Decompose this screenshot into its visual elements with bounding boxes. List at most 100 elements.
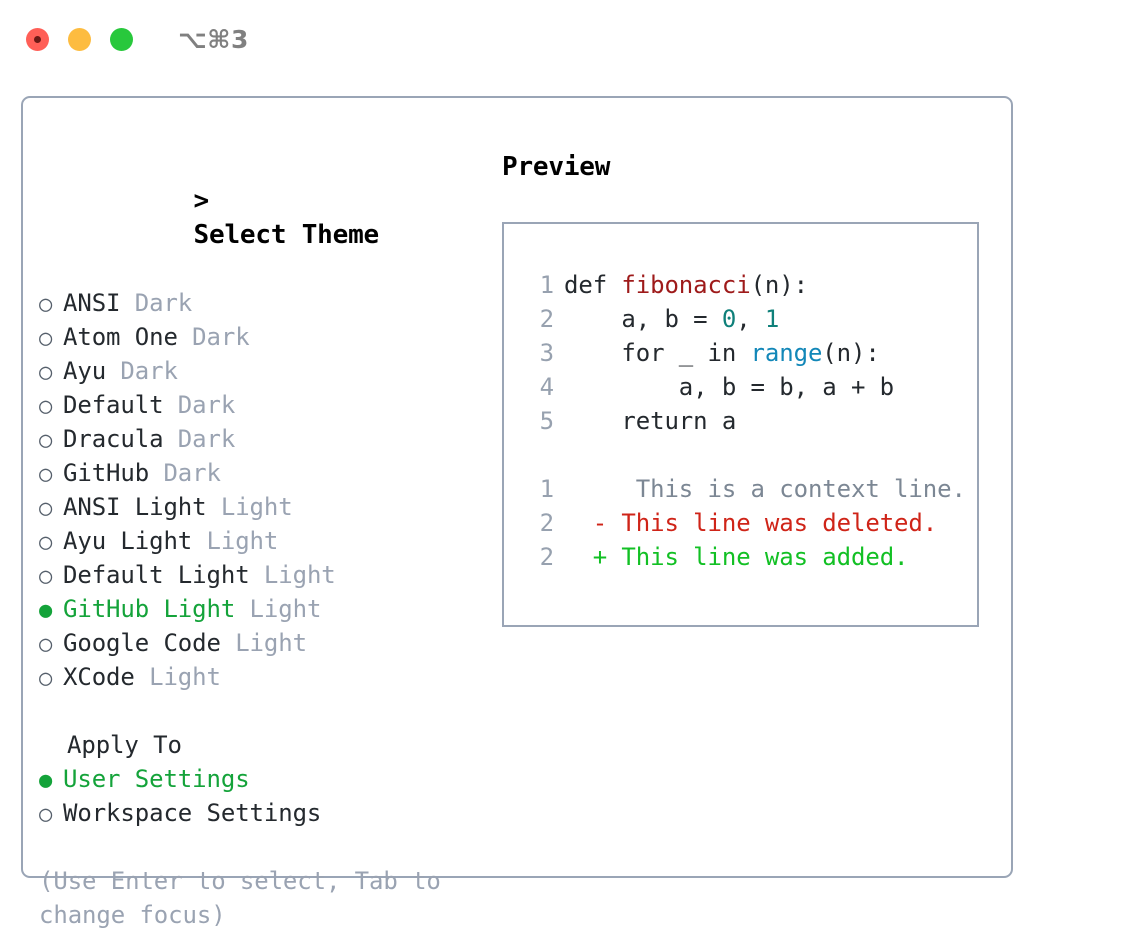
theme-option-variant: Light <box>235 595 322 623</box>
code-line-number: 5 <box>539 407 554 435</box>
radio-unselected-icon: ○ <box>39 496 53 521</box>
radio-unselected-icon: ○ <box>39 394 53 419</box>
radio-unselected-icon: ○ <box>39 666 53 691</box>
preview-box: 1 def fibonacci(n): 2 a, b = 0, 1 3 for _ i… <box>502 222 979 627</box>
theme-option-variant: Dark <box>163 425 236 453</box>
code-diff-spacer <box>524 438 977 472</box>
radio-selected-icon: ● <box>39 598 53 623</box>
diff-marker: - <box>564 509 608 537</box>
code-token-call: range <box>750 339 823 367</box>
theme-option-ayu-light[interactable]: ○ Ayu Light Light <box>39 524 491 558</box>
radio-unselected-icon: ○ <box>39 802 53 827</box>
theme-option-variant: Light <box>249 561 336 589</box>
code-line: 5 return a <box>524 404 977 438</box>
theme-option-default[interactable]: ○ Default Dark <box>39 388 491 422</box>
code-token-num: 0 <box>721 305 737 333</box>
theme-option-label: GitHub Light <box>63 595 236 623</box>
keyboard-hint: (Use Enter to select, Tab to change focu… <box>39 867 441 929</box>
section-spacer <box>39 694 491 728</box>
select-theme-heading-label: Select Theme <box>193 220 380 250</box>
theme-option-label: XCode <box>63 663 135 691</box>
radio-unselected-icon: ○ <box>39 326 53 351</box>
radio-unselected-icon: ○ <box>39 360 53 385</box>
apply-to-option-workspace-settings[interactable]: ○ Workspace Settings <box>39 796 491 830</box>
diff-line-added: 2 + This line was added. <box>524 540 977 574</box>
preview-heading: Preview <box>502 152 611 182</box>
apply-to-option-label: User Settings <box>63 765 250 793</box>
diff-line-context: 1 This is a context line. <box>524 472 977 506</box>
radio-selected-icon: ● <box>39 768 53 793</box>
theme-option-github[interactable]: ○ GitHub Dark <box>39 456 491 490</box>
theme-option-variant: Dark <box>177 323 250 351</box>
prompt-caret-icon: > <box>193 186 210 216</box>
diff-marker <box>564 472 607 506</box>
theme-option-label: Atom One <box>63 323 178 351</box>
code-line: 3 for _ in range(n): <box>524 336 977 370</box>
diff-marker: + <box>564 543 608 571</box>
diff-sample: 1 This is a context line.2 - This line w… <box>524 472 977 574</box>
code-token-plain: def <box>564 271 622 299</box>
theme-option-default-light[interactable]: ○Default Light Light <box>39 558 491 592</box>
code-line-number: 3 <box>539 339 554 367</box>
theme-option-ansi[interactable]: ○ANSI Dark <box>39 286 491 320</box>
apply-to-heading: Apply To <box>67 731 182 759</box>
code-token-plain: a, b = b, a + b <box>564 373 895 401</box>
code-sample: 1 def fibonacci(n): 2 a, b = 0, 1 3 for _ i… <box>524 268 977 438</box>
window-controls <box>26 27 133 51</box>
code-token-plain: return a <box>564 407 737 435</box>
theme-option-github-light[interactable]: ● GitHub Light Light <box>39 592 491 626</box>
code-token-plain: a, b = <box>564 305 722 333</box>
theme-option-list: ○ANSI Dark○Atom One Dark○Ayu Dark○Defaul… <box>39 286 491 694</box>
apply-to-option-list: ● User Settings ○ Workspace Settings <box>39 762 491 830</box>
code-token-num: 1 <box>764 305 780 333</box>
preview-column: Preview 1 def fibonacci(n): 2 a, b = 0, 1 3… <box>502 150 992 627</box>
close-button[interactable] <box>26 27 49 51</box>
code-token-plain: for _ in <box>564 339 751 367</box>
theme-option-label: ANSI Light <box>63 493 207 521</box>
code-token-fn: fibonacci <box>621 271 751 299</box>
theme-option-label: Default <box>63 391 164 419</box>
hint-spacer <box>39 830 491 864</box>
theme-option-label: Ayu <box>63 357 107 385</box>
theme-option-google-code[interactable]: ○ Google Code Light <box>39 626 491 660</box>
theme-option-label: Ayu Light <box>63 527 193 555</box>
main-panel: > Select Theme ○ANSI Dark○Atom One Dark○… <box>21 96 1013 929</box>
theme-option-variant: Light <box>220 629 307 657</box>
radio-unselected-icon: ○ <box>39 632 53 657</box>
theme-option-variant: Light <box>206 493 293 521</box>
diff-line-text: This line was deleted. <box>607 509 938 537</box>
maximize-button[interactable] <box>110 27 133 51</box>
apply-to-option-label: Workspace Settings <box>63 799 322 827</box>
theme-option-variant: Dark <box>163 391 236 419</box>
theme-selector-column: > Select Theme ○ANSI Dark○Atom One Dark○… <box>39 150 491 932</box>
keyboard-shortcut-label: ⌥⌘3 <box>178 24 249 54</box>
code-token-plain: , <box>736 305 765 333</box>
theme-option-xcode[interactable]: ○XCode Light <box>39 660 491 694</box>
theme-option-label: Dracula <box>63 425 164 453</box>
select-theme-heading: > Select Theme <box>39 150 491 286</box>
apply-to-option-user-settings[interactable]: ● User Settings <box>39 762 491 796</box>
diff-line-number: 1 <box>539 475 554 503</box>
code-token-plain: (n): <box>750 271 809 299</box>
theme-option-dracula[interactable]: ○ Dracula Dark <box>39 422 491 456</box>
diff-line-text: This line was added. <box>607 543 909 571</box>
code-line-number: 2 <box>539 305 554 333</box>
radio-unselected-icon: ○ <box>39 530 53 555</box>
diff-line-number: 2 <box>539 509 554 537</box>
diff-line-text: This is a context line. <box>607 475 966 503</box>
radio-unselected-icon: ○ <box>39 462 53 487</box>
theme-option-ansi-light[interactable]: ○ ANSI Light Light <box>39 490 491 524</box>
theme-option-ayu[interactable]: ○ Ayu Dark <box>39 354 491 388</box>
theme-option-atom-one[interactable]: ○ Atom One Dark <box>39 320 491 354</box>
theme-option-variant: Dark <box>149 459 221 487</box>
code-line-number: 1 <box>539 271 554 299</box>
radio-unselected-icon: ○ <box>39 428 53 453</box>
theme-option-label: Google Code <box>63 629 221 657</box>
diff-line-deleted: 2 - This line was deleted. <box>524 506 977 540</box>
code-line-number: 4 <box>539 373 554 401</box>
theme-option-variant: Light <box>192 527 279 555</box>
minimize-button[interactable] <box>68 27 91 51</box>
theme-option-label: GitHub <box>63 459 150 487</box>
theme-option-variant: Dark <box>106 357 178 385</box>
